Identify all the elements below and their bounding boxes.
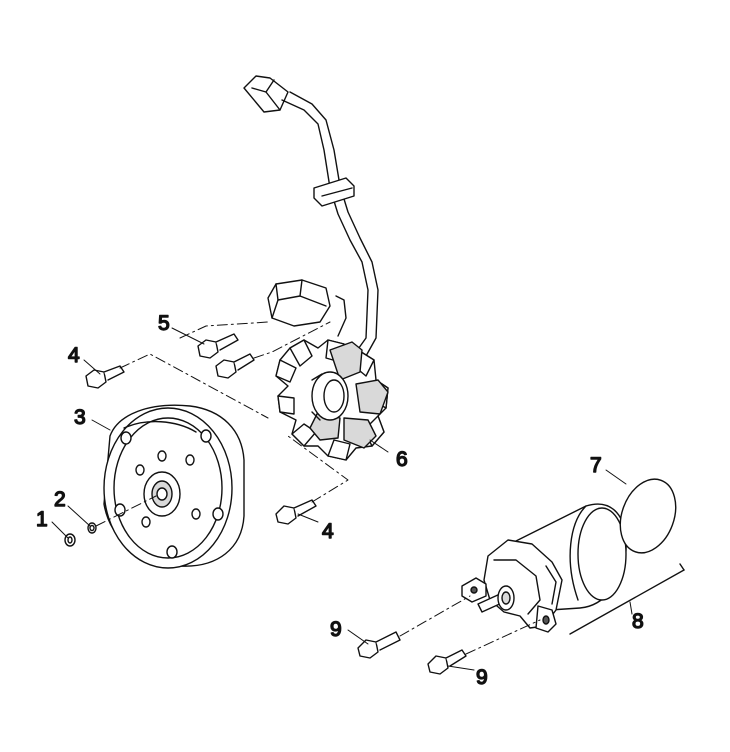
callout-6: 6 (396, 448, 408, 471)
bolt-4-lower (275, 499, 317, 525)
nut-and-washer (64, 522, 97, 547)
bracket-part-8-end (679, 563, 685, 571)
callout-4-upper: 4 (68, 344, 80, 367)
callout-1: 1 (36, 508, 48, 531)
assembly-guide-lines (95, 321, 541, 655)
callout-5: 5 (158, 312, 170, 335)
starter-motor (461, 503, 627, 633)
bolt-4-upper (85, 365, 125, 389)
stator (275, 339, 389, 461)
bolt-9-left (357, 631, 401, 659)
callout-9-left: 9 (330, 618, 342, 641)
callout-3: 3 (74, 406, 86, 429)
pickup-coil (267, 279, 347, 337)
callout-numbers: 1 2 3 4 4 5 6 7 8 9 9 (35, 311, 644, 689)
o-ring (619, 478, 677, 554)
callout-7: 7 (590, 454, 602, 477)
callout-9-right: 9 (476, 666, 488, 689)
callout-2: 2 (54, 488, 66, 511)
bracket-part-8 (569, 569, 685, 635)
leader-lines (51, 327, 633, 671)
bolt-5-pair (197, 333, 255, 379)
wiring-harness (243, 75, 379, 357)
callout-8: 8 (632, 610, 644, 633)
callout-4-lower: 4 (322, 520, 334, 543)
flywheel (103, 404, 245, 569)
bolt-9-right (427, 649, 467, 675)
